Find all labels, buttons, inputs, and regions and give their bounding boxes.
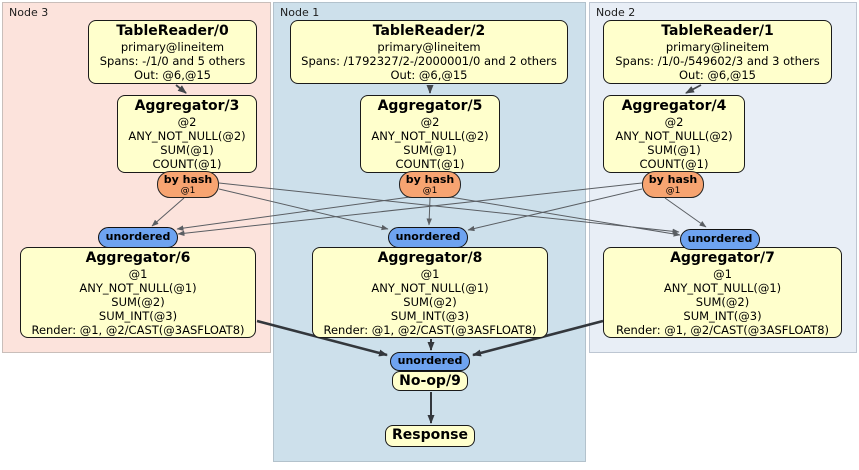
processor-detail: SUM(@1) xyxy=(647,143,701,157)
processor-detail: Out: @6,@15 xyxy=(390,68,468,82)
processor-detail: primary@lineitem xyxy=(120,40,225,54)
processor-aggregator-3: Aggregator/3 @2 ANY_NOT_NULL(@2) SUM(@1)… xyxy=(117,95,257,173)
processor-title: TableReader/0 xyxy=(116,23,229,39)
processor-detail: Render: @1, @2/CAST(@3ASFLOAT8) xyxy=(31,323,245,337)
router-label: by hash xyxy=(163,173,213,186)
processor-detail: Render: @1, @2/CAST(@3ASFLOAT8) xyxy=(323,323,537,337)
processor-detail: @1 xyxy=(713,267,732,281)
processor-detail: ANY_NOT_NULL(@1) xyxy=(371,281,489,295)
sync-label: unordered xyxy=(105,230,171,243)
sync-unordered-node2: unordered xyxy=(680,229,760,250)
router-hash-column: @1 xyxy=(180,186,196,196)
sync-unordered-node1: unordered xyxy=(388,227,468,248)
router-by-hash-node1: by hash @1 xyxy=(399,171,461,198)
processor-aggregator-5: Aggregator/5 @2 ANY_NOT_NULL(@2) SUM(@1)… xyxy=(360,95,500,173)
node-region-label: Node 1 xyxy=(280,6,320,19)
processor-detail: Spans: /1792327/2-/2000001/0 and 2 other… xyxy=(301,54,557,68)
router-label: by hash xyxy=(648,173,698,186)
sync-label: unordered xyxy=(397,354,463,367)
processor-detail: primary@lineitem xyxy=(377,40,481,54)
processor-noop-9: No-op/9 xyxy=(392,371,468,391)
processor-detail: @1 xyxy=(128,267,148,281)
processor-detail: SUM_INT(@3) xyxy=(683,309,762,323)
processor-detail: Spans: -/1/0 and 5 others xyxy=(99,54,246,68)
processor-aggregator-8: Aggregator/8 @1 ANY_NOT_NULL(@1) SUM(@2)… xyxy=(312,247,548,338)
processor-detail: SUM(@1) xyxy=(403,143,457,157)
response-box: Response xyxy=(385,425,475,447)
processor-detail: ANY_NOT_NULL(@2) xyxy=(615,129,733,143)
sync-label: unordered xyxy=(687,232,753,245)
processor-detail: COUNT(@1) xyxy=(395,157,465,171)
sync-unordered-node3: unordered xyxy=(98,227,178,248)
processor-detail: @2 xyxy=(177,115,197,129)
processor-detail: primary@lineitem xyxy=(665,40,770,54)
router-hash-column: @1 xyxy=(422,186,438,196)
processor-detail: ANY_NOT_NULL(@1) xyxy=(79,281,197,295)
processor-title: Aggregator/5 xyxy=(377,98,483,114)
processor-title: Aggregator/6 xyxy=(85,250,191,266)
processor-detail: Spans: /1/0-/549602/3 and 3 others xyxy=(615,54,820,68)
processor-title: Aggregator/7 xyxy=(670,250,775,266)
processor-detail: SUM(@2) xyxy=(403,295,457,309)
processor-title: TableReader/1 xyxy=(661,23,774,39)
processor-aggregator-4: Aggregator/4 @2 ANY_NOT_NULL(@2) SUM(@1)… xyxy=(603,95,745,173)
router-label: by hash xyxy=(405,173,455,186)
router-by-hash-node3: by hash @1 xyxy=(157,171,219,198)
processor-detail: Render: @1, @2/CAST(@3ASFLOAT8) xyxy=(615,323,830,337)
processor-aggregator-6: Aggregator/6 @1 ANY_NOT_NULL(@1) SUM(@2)… xyxy=(20,247,256,338)
processor-tablereader-2: TableReader/2 primary@lineitem Spans: /1… xyxy=(290,20,568,84)
processor-detail: Out: @6,@15 xyxy=(134,68,211,82)
processor-detail: ANY_NOT_NULL(@1) xyxy=(663,281,782,295)
node-region-label: Node 2 xyxy=(596,6,636,19)
processor-detail: SUM_INT(@3) xyxy=(98,309,178,323)
processor-detail: SUM(@1) xyxy=(160,143,214,157)
processor-detail: SUM(@2) xyxy=(695,295,750,309)
processor-tablereader-1: TableReader/1 primary@lineitem Spans: /1… xyxy=(603,20,832,84)
processor-detail: @2 xyxy=(420,115,440,129)
processor-title: Aggregator/8 xyxy=(377,250,483,266)
processor-detail: @2 xyxy=(664,115,684,129)
processor-detail: @1 xyxy=(420,267,440,281)
processor-detail: SUM_INT(@3) xyxy=(390,309,470,323)
processor-detail: COUNT(@1) xyxy=(152,157,222,171)
processor-title: TableReader/2 xyxy=(372,23,486,39)
node-region-label: Node 3 xyxy=(9,6,49,19)
router-by-hash-node2: by hash @1 xyxy=(642,171,704,198)
processor-title: Response xyxy=(391,427,469,443)
processor-tablereader-0: TableReader/0 primary@lineitem Spans: -/… xyxy=(88,20,257,84)
processor-aggregator-7: Aggregator/7 @1 ANY_NOT_NULL(@1) SUM(@2)… xyxy=(603,247,842,338)
sync-unordered-final: unordered xyxy=(390,352,470,371)
processor-detail: ANY_NOT_NULL(@2) xyxy=(371,129,489,143)
processor-title: No-op/9 xyxy=(399,373,461,389)
processor-detail: Out: @6,@15 xyxy=(679,68,756,82)
processor-title: Aggregator/3 xyxy=(134,98,240,114)
processor-detail: ANY_NOT_NULL(@2) xyxy=(128,129,246,143)
processor-detail: SUM(@2) xyxy=(111,295,165,309)
processor-detail: COUNT(@1) xyxy=(639,157,709,171)
processor-title: Aggregator/4 xyxy=(621,98,727,114)
router-hash-column: @1 xyxy=(665,186,681,196)
sync-label: unordered xyxy=(395,230,461,243)
